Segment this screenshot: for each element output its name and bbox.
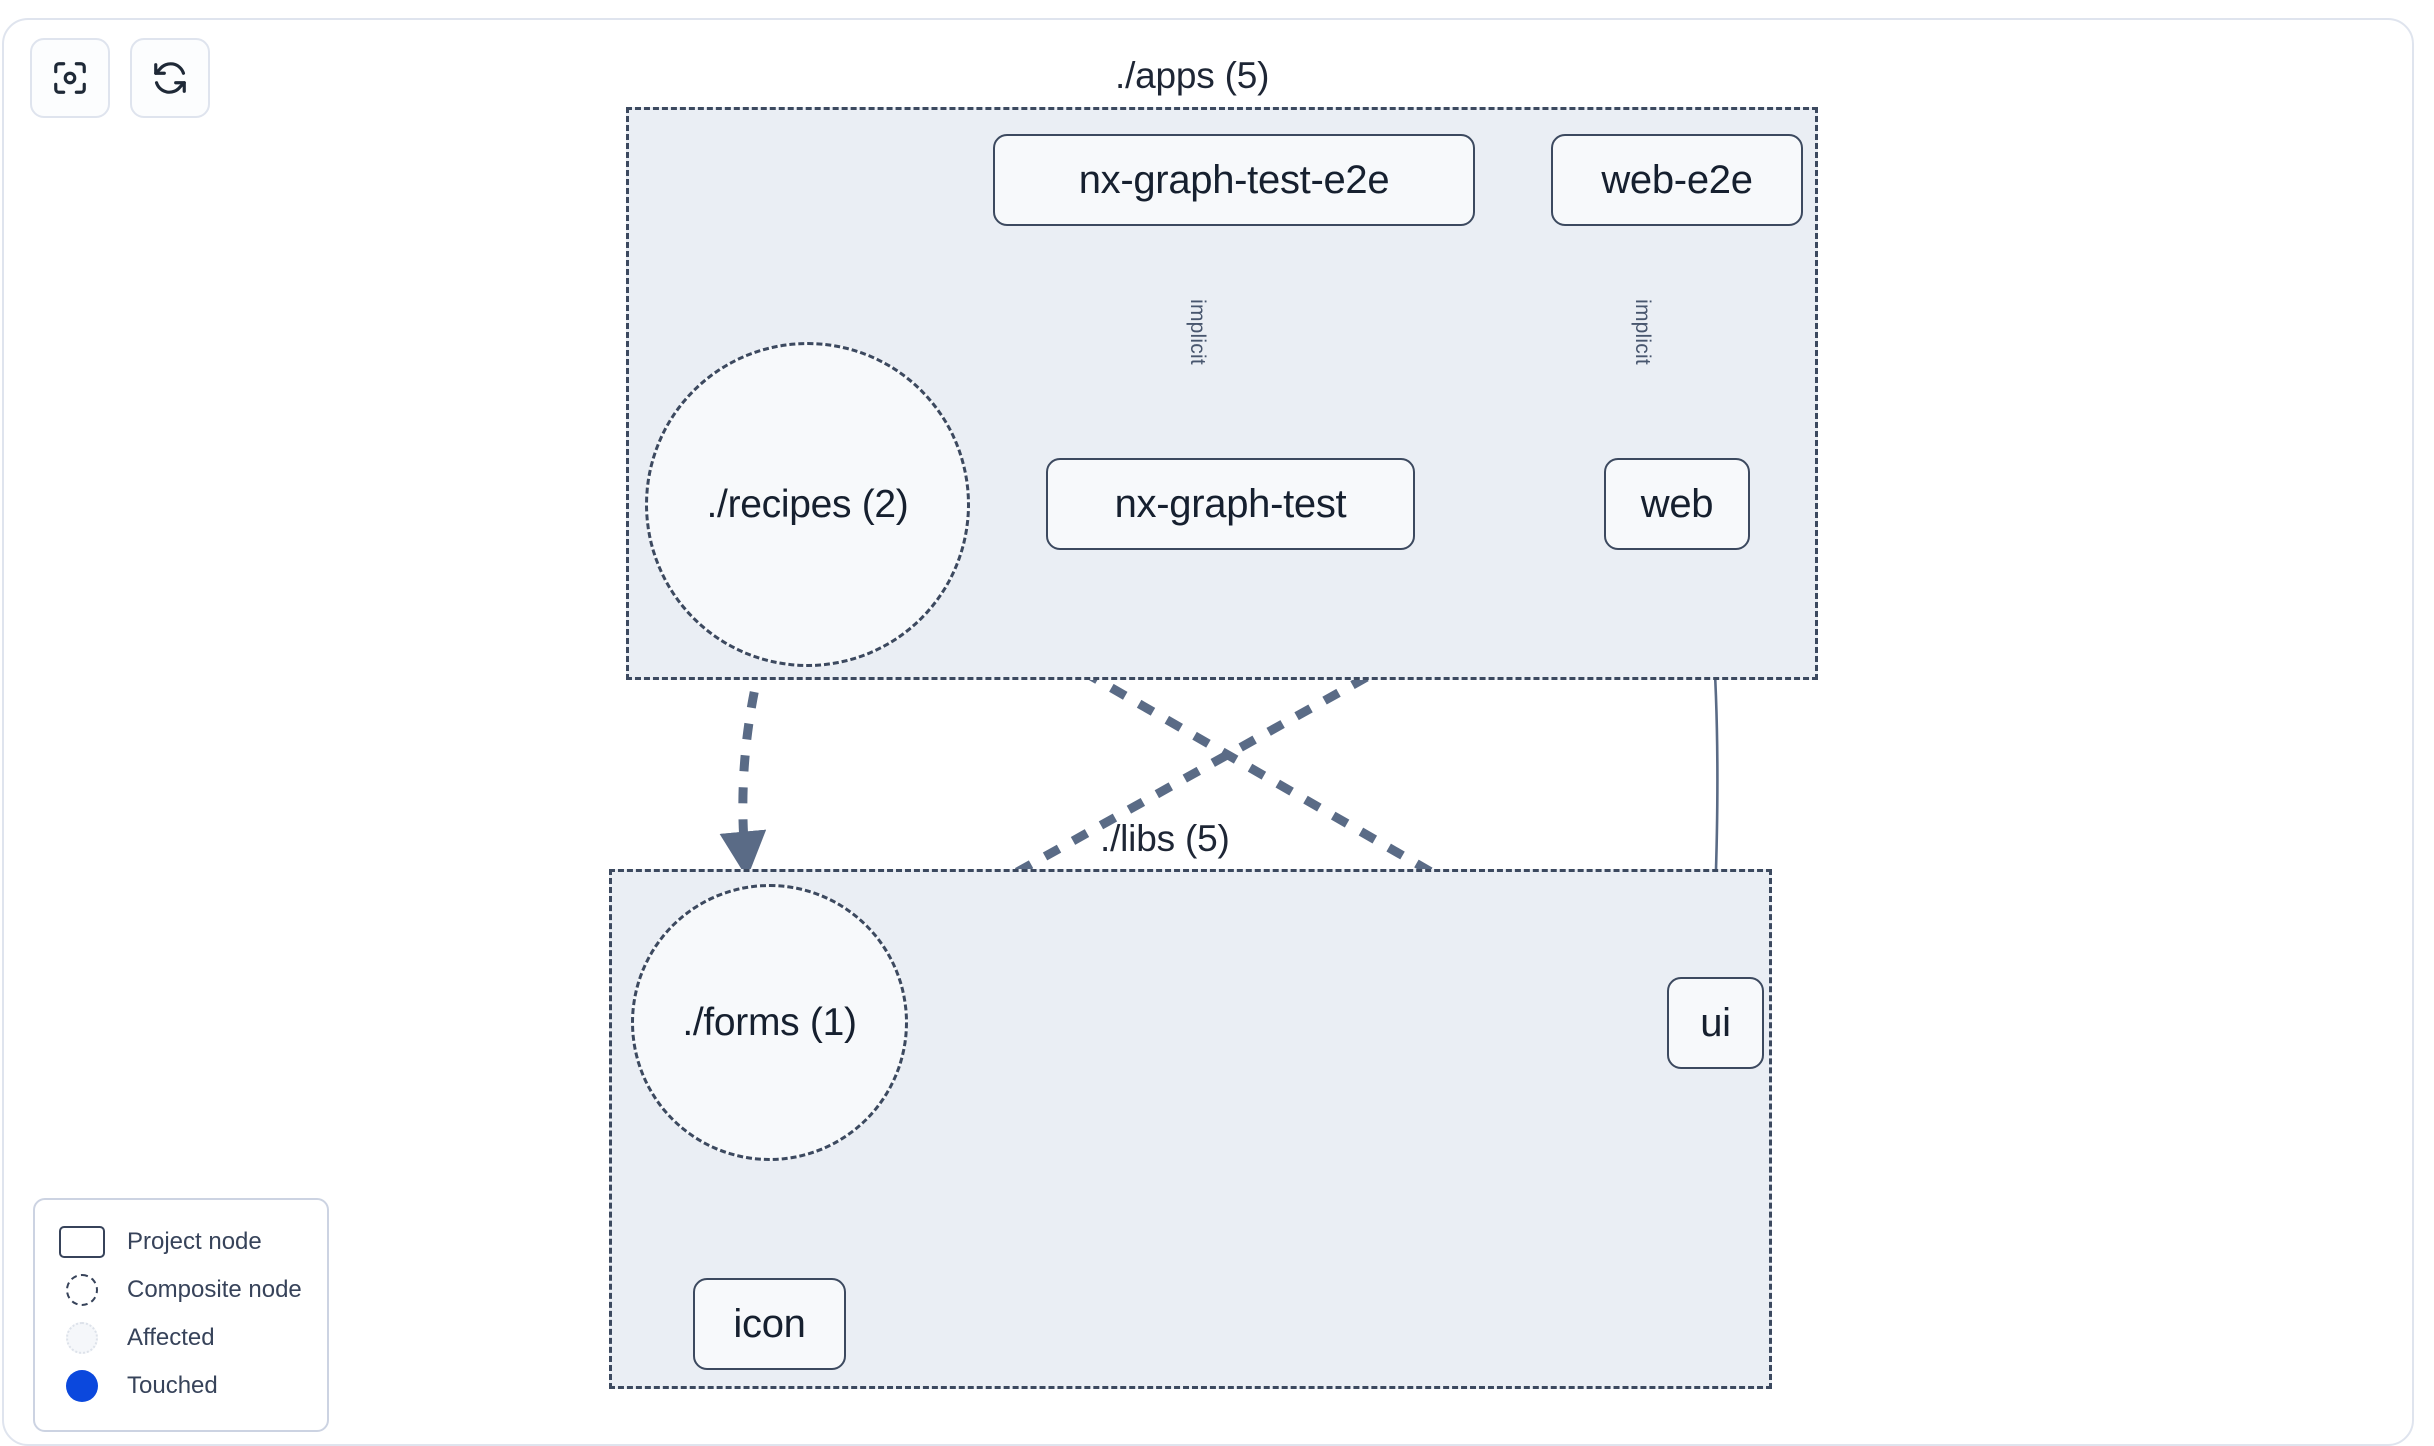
node-nx-graph-test[interactable]: nx-graph-test [1046,458,1415,550]
legend-item-touched: Touched [59,1362,307,1410]
graph-legend: Project node Composite node Affected Tou… [33,1198,329,1432]
node-ui[interactable]: ui [1667,977,1764,1069]
graph-toolbar [30,38,210,118]
refresh-icon [151,59,189,97]
legend-item-composite-node: Composite node [59,1266,307,1314]
legend-item-affected: Affected [59,1314,307,1362]
legend-label-project-node: Project node [127,1228,262,1255]
group-label-libs: ./libs (5) [1100,818,1230,859]
legend-label-touched: Touched [127,1372,218,1399]
node-forms-composite[interactable]: ./forms (1) [631,884,908,1161]
legend-item-project-node: Project node [59,1218,307,1266]
node-web-e2e[interactable]: web-e2e [1551,134,1803,226]
edge-label-implicit-nx-graph-test: implicit [1186,299,1209,365]
group-label-apps: ./apps (5) [1115,55,1270,96]
node-icon[interactable]: icon [693,1278,846,1370]
refresh-graph-button[interactable] [130,38,210,118]
node-nx-graph-test-e2e[interactable]: nx-graph-test-e2e [993,134,1475,226]
touched-swatch [59,1369,105,1403]
focus-target-icon [51,59,89,97]
legend-label-composite-node: Composite node [127,1276,302,1303]
edge-label-implicit-web: implicit [1631,299,1654,365]
affected-swatch [59,1321,105,1355]
project-node-swatch [59,1225,105,1259]
node-web[interactable]: web [1604,458,1750,550]
legend-label-affected: Affected [127,1324,215,1351]
node-recipes-composite[interactable]: ./recipes (2) [645,342,970,667]
focus-graph-button[interactable] [30,38,110,118]
composite-node-swatch [59,1273,105,1307]
